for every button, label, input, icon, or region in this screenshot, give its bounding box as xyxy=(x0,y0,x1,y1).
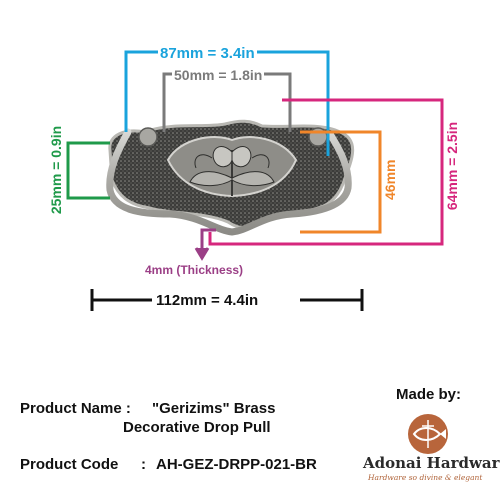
dimension-25mm xyxy=(66,141,110,200)
brand-tagline: Hardware so divine & elegant xyxy=(368,473,483,482)
leaf-ornament xyxy=(166,136,298,198)
label-112mm: 112mm = 4.4in xyxy=(156,292,259,309)
brand-name: Adonai Hardware xyxy=(363,454,500,472)
dimension-64mm xyxy=(208,98,444,246)
dimension-46mm xyxy=(300,130,382,234)
label-64mm: 64mm = 2.5in xyxy=(444,116,460,216)
brand-logo-icon xyxy=(408,414,448,454)
product-code-separator: : xyxy=(141,456,146,473)
label-25mm: 25mm = 0.9in xyxy=(48,125,64,215)
made-by-label: Made by: xyxy=(396,386,462,403)
dimension-112mm xyxy=(90,289,364,311)
product-code-value: AH-GEZ-DRPP-021-BR xyxy=(156,456,317,473)
dimension-thickness xyxy=(194,228,216,261)
label-87mm: 87mm = 3.4in xyxy=(158,45,257,62)
label-50mm: 50mm = 1.8in xyxy=(172,67,265,83)
label-46mm: 46mm xyxy=(382,159,398,200)
product-name-label: Product Name : xyxy=(20,400,131,417)
product-name-line1: "Gerizims" Brass xyxy=(152,400,276,417)
label-thickness: 4mm (Thickness) xyxy=(145,263,244,277)
product-code-label: Product Code xyxy=(20,456,119,473)
handle-bail xyxy=(106,128,352,236)
product-name-line2: Decorative Drop Pull xyxy=(123,419,271,436)
left-post xyxy=(138,127,158,147)
